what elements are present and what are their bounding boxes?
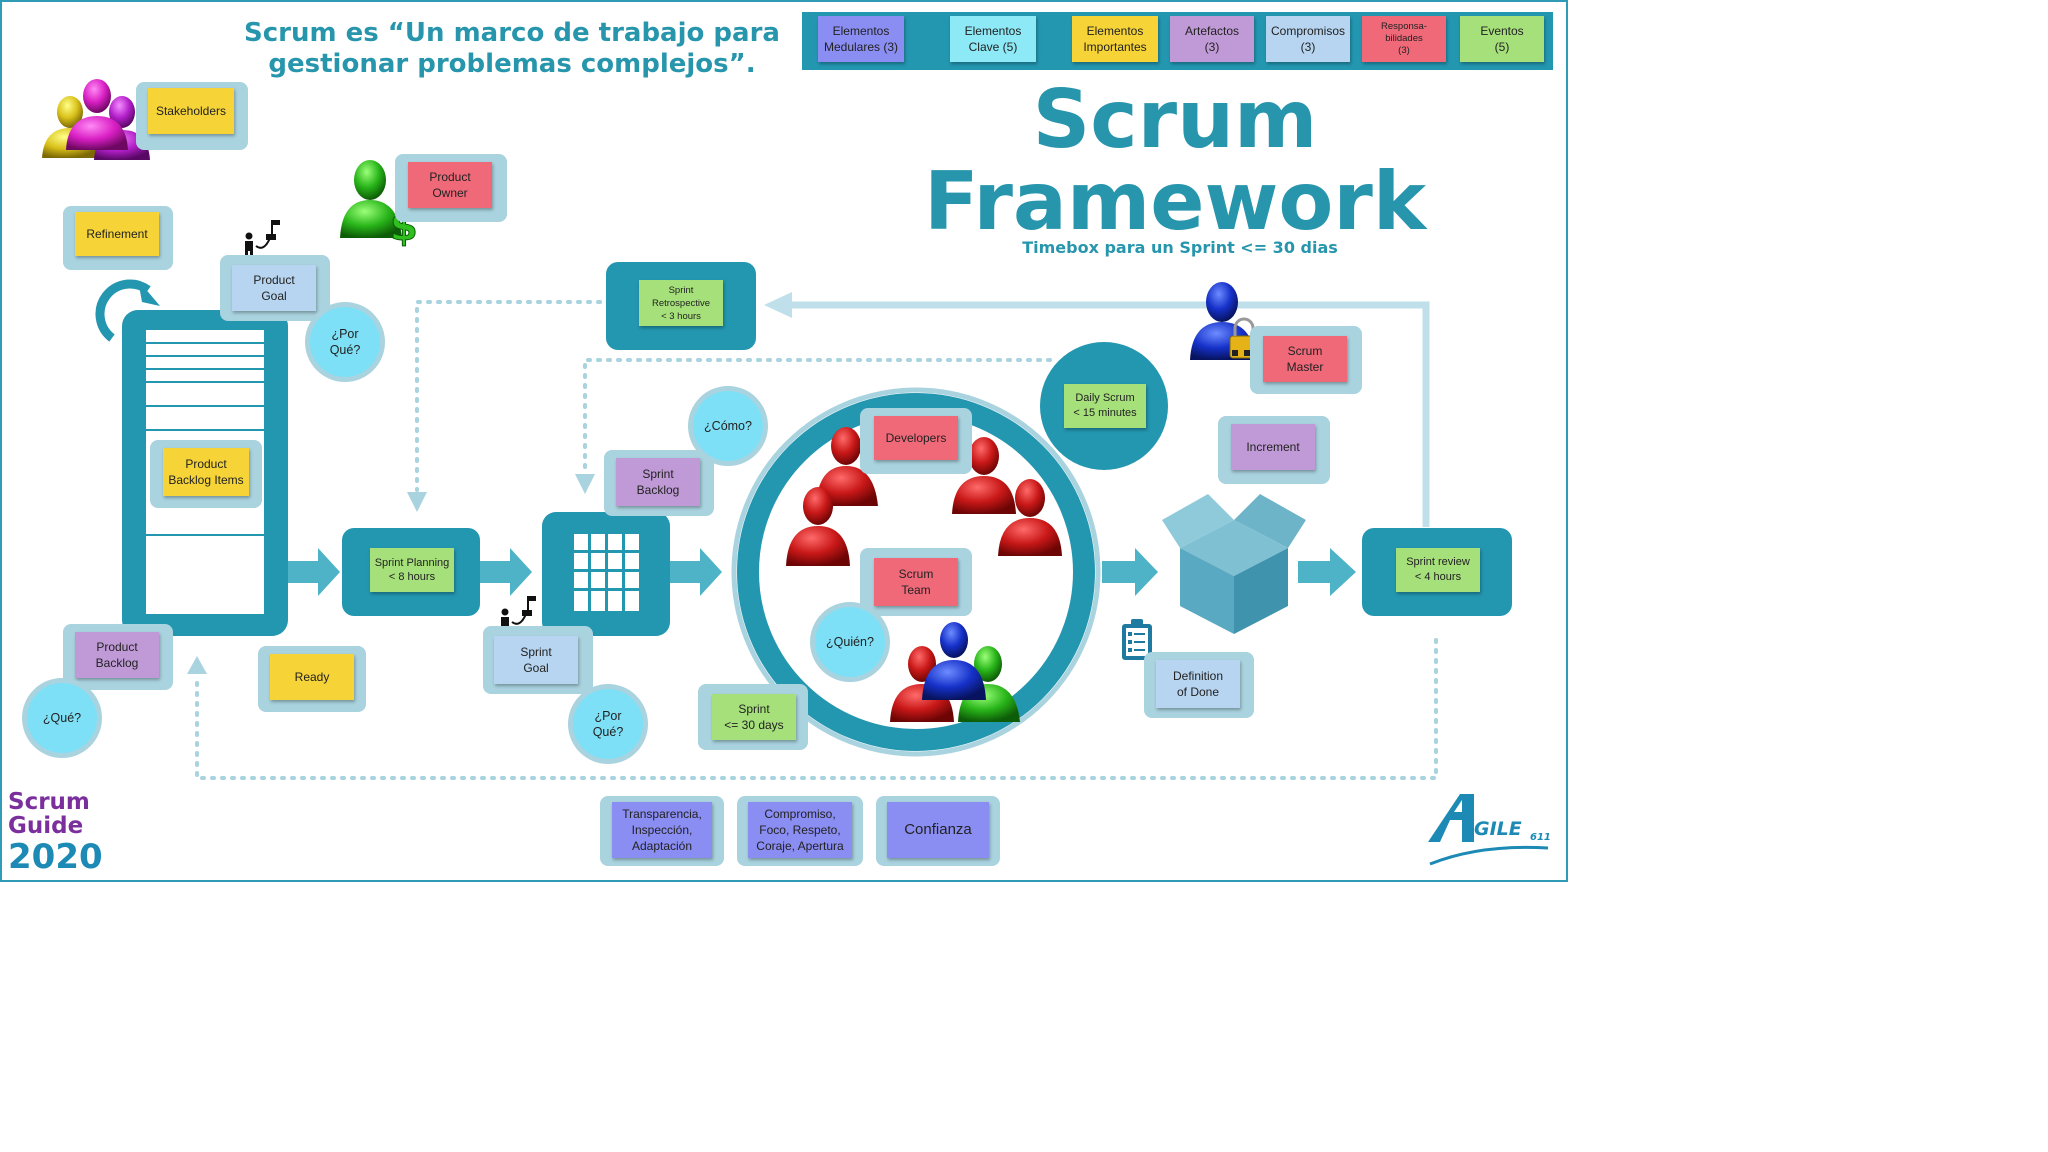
increment-box-icon <box>1162 494 1306 634</box>
ready-note: Ready <box>270 654 354 700</box>
clipboard-icon <box>1122 619 1152 660</box>
scrum-team-people-icon <box>890 622 1020 722</box>
goal-icon-product <box>245 220 280 257</box>
refinement-note: Refinement <box>75 212 159 256</box>
legend-compromisos: Compromisos(3) <box>1266 16 1350 62</box>
sprint-timebox-subtitle: Timebox para un Sprint <= 30 dias <box>1022 238 1338 257</box>
product-owner-person-icon: $ <box>340 160 418 251</box>
legend-eventos: Eventos(5) <box>1460 16 1544 62</box>
refinement-cycle-arrow <box>95 279 151 342</box>
retrospective-return-line <box>790 301 1430 527</box>
stakeholders-people-icon <box>42 79 150 160</box>
arrowhead-to-sprint-backlog <box>575 474 595 494</box>
who-scrum-team-circle: ¿Quién? <box>810 602 890 682</box>
trust-note: Confianza <box>887 802 989 858</box>
flow-arrows <box>288 548 1356 596</box>
agile-logo-text: GILE <box>1474 818 1522 840</box>
scrum-quote-line2: gestionar problemas complejos”. <box>268 49 756 79</box>
stakeholders-note: Stakeholders <box>148 88 234 134</box>
scrum-guide-year: 2020 <box>8 837 103 877</box>
daily-scrum-note: Daily Scrum< 15 minutes <box>1064 384 1146 428</box>
scrum-framework-diagram: $ Scrum es “Un marco de trabajo para ges… <box>0 0 1568 882</box>
agile-logo-number: 611 <box>1530 832 1551 843</box>
what-product-backlog-circle: ¿Qué? <box>22 678 102 758</box>
how-sprint-backlog-circle: ¿Cómo? <box>688 386 768 466</box>
sprint-review-note: Sprint review< 4 hours <box>1396 548 1480 592</box>
pillars-note: Transparencia,Inspección,Adaptación <box>612 802 712 858</box>
sprint-length-note: Sprint<= 30 days <box>712 694 796 740</box>
sprint-backlog-board <box>542 512 670 636</box>
legend-artefactos: Artefactos(3) <box>1170 16 1254 62</box>
backlog-list-lines <box>146 342 264 536</box>
framework-title-line1: Scrum <box>1032 73 1318 166</box>
dotted-connectors <box>195 300 1438 780</box>
refinement-arrowhead <box>138 280 160 306</box>
arrowhead-to-sprint-planning <box>407 492 427 512</box>
sprint-backlog-grid <box>574 534 639 611</box>
scrum-guide-line2: Guide <box>8 813 84 839</box>
scrum-quote-line1: Scrum es “Un marco de trabajo para <box>244 18 780 48</box>
scrum-guide-label: Scrum Guide <box>8 790 118 838</box>
framework-title-line2: Framework <box>923 155 1427 248</box>
sprint-cycle-ring <box>737 393 1095 751</box>
scrum-values-note: Compromiso,Foco, Respeto,Coraje, Apertur… <box>748 802 852 858</box>
increment-note: Increment <box>1231 424 1315 470</box>
scrum-guide-line1: Scrum <box>8 789 90 815</box>
developers-people-icon <box>786 427 1062 566</box>
sprint-planning-note: Sprint Planning< 8 hours <box>370 548 454 592</box>
agile611-logo <box>1428 794 1549 866</box>
retrospective-arrowhead <box>764 292 792 318</box>
legend-responsabilidades: Responsa-bilidades(3) <box>1362 16 1446 62</box>
sprint-cycle-ring-outline <box>731 387 1101 757</box>
arrowhead-to-product-backlog <box>187 656 207 674</box>
scrum-master-person-icon <box>1190 282 1259 360</box>
developers-note: Developers <box>874 416 958 460</box>
page-frame <box>0 0 1568 882</box>
